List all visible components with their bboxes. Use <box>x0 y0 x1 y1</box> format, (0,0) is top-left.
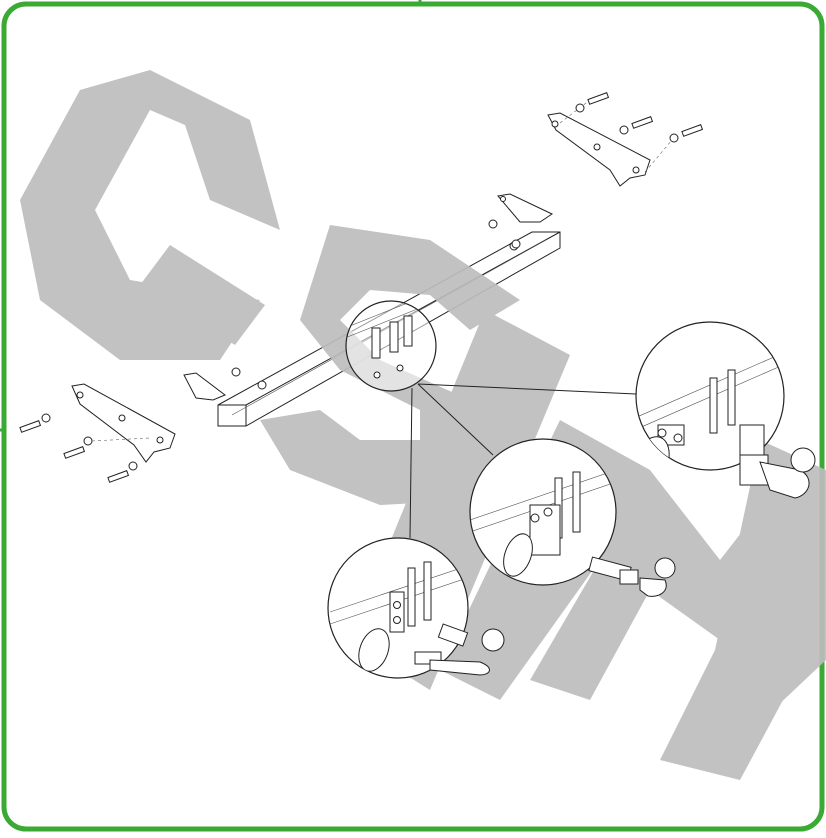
watermark-letter-m-right <box>700 440 826 760</box>
bolt-set-left <box>19 367 241 483</box>
left-bracket <box>71 372 226 463</box>
detail-circle-fixed-ball <box>635 321 816 499</box>
right-bracket <box>497 112 651 223</box>
watermark-dash <box>140 245 265 345</box>
detail-circle-mount-point <box>345 300 437 392</box>
detail-circle-swan-neck <box>327 537 505 679</box>
callout-leaders <box>409 383 637 539</box>
bolt-set-right <box>488 92 704 249</box>
watermark-letter-c <box>20 70 280 360</box>
detail-circle-detachable-ball <box>469 438 676 597</box>
